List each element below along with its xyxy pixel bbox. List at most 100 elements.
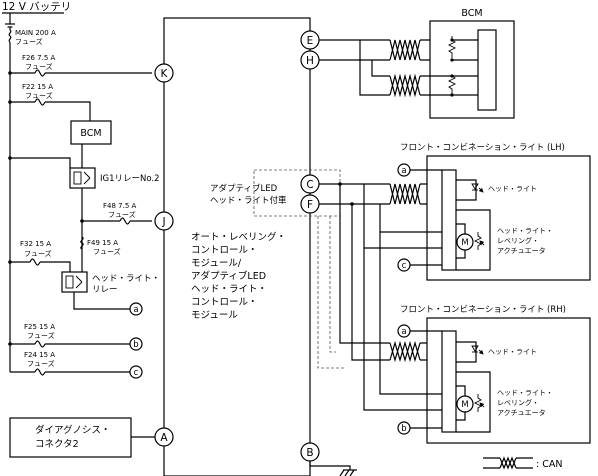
f24-label: F24 15 A	[24, 351, 55, 359]
main-module-label-3: モジュール/	[191, 258, 242, 269]
main-module-label-2: コントロール・	[191, 245, 258, 256]
rh-headlight-led-icon	[456, 341, 484, 363]
point-a-lh: a	[397, 163, 411, 177]
adaptive-led-label-2: ヘッド・ライト付車	[210, 195, 287, 206]
diag-connector-label-2: コネクタ2	[35, 439, 79, 450]
point-b-left: b	[129, 337, 143, 351]
lh-headlight-led-icon	[456, 179, 484, 201]
f32-wire	[10, 261, 71, 272]
f32-type: フューズ	[24, 249, 52, 258]
lh-actuator-label-3: アクチュエータ	[497, 246, 546, 255]
f22-fuse-symbol	[34, 98, 46, 106]
terminal-k: K	[154, 63, 174, 83]
ground-symbol	[309, 461, 357, 476]
main-module-label-5: ヘッド・ライト・	[191, 284, 267, 295]
lh-actuator-label-2: レベリング・	[497, 236, 539, 245]
f25-type: フューズ	[27, 331, 55, 340]
battery-label: 12 V バッテリ	[2, 1, 71, 13]
svg-text:c: c	[402, 261, 407, 271]
svg-text:A: A	[160, 432, 168, 444]
can-legend-label: : CAN	[536, 459, 562, 470]
terminal-a: A	[154, 427, 174, 447]
headlight-relay-label-2: リレー	[92, 285, 118, 295]
terminal-b: B	[300, 442, 320, 462]
main-module-label-7: モジュール	[191, 310, 238, 321]
f22-type: フューズ	[25, 91, 53, 100]
svg-text:b: b	[401, 424, 406, 434]
can-twist-rh	[389, 340, 421, 363]
point-c-lh: c	[397, 258, 411, 272]
diag-connector-box	[9, 417, 132, 458]
can-twist-bcm-mid	[389, 73, 421, 98]
ig1-relay-label: IG1リレーNo.2	[100, 174, 160, 184]
svg-text:a: a	[401, 327, 406, 337]
main-fuse-label: MAIN 200 A	[15, 29, 56, 37]
main-module-label-6: コントロール・	[191, 297, 258, 308]
svg-text:b: b	[133, 340, 138, 350]
battery-symbol	[5, 23, 15, 28]
rh-actuator-label-2: レベリング・	[497, 398, 539, 407]
f32-label: F32 15 A	[20, 240, 51, 248]
svg-text:M: M	[461, 238, 468, 248]
f25-label: F25 15 A	[24, 323, 55, 331]
f49-label: F49 15 A	[87, 239, 118, 247]
f49-fuse-symbol	[80, 236, 84, 250]
svg-text:K: K	[161, 68, 169, 80]
svg-text:F: F	[307, 199, 313, 211]
terminal-f: F	[300, 194, 320, 214]
can-legend-symbol	[483, 456, 533, 470]
bcm-small-label: BCM	[80, 128, 101, 139]
f24-fuse-symbol	[34, 368, 46, 376]
adaptive-led-dashed-box	[253, 169, 341, 217]
svg-text:a: a	[401, 166, 406, 176]
bcm-small-box	[70, 120, 112, 145]
main-fuse-symbol	[8, 29, 12, 43]
f26-label: F26 7.5 A	[22, 54, 56, 62]
svg-text:H: H	[306, 55, 314, 67]
f49-type: フューズ	[93, 247, 121, 256]
bcm-large-label: BCM	[461, 8, 482, 19]
f25-fuse-symbol	[34, 340, 46, 348]
f48-fuse-symbol	[119, 217, 131, 225]
rh-actuator-label-3: アクチュエータ	[497, 408, 546, 417]
f48-label: F48 7.5 A	[103, 202, 137, 210]
rh-headlight-label: ヘッド・ライト	[488, 348, 537, 356]
rh-leveling-motor-icon: M	[456, 371, 491, 433]
headlight-relay-label-1: ヘッド・ライト・	[92, 274, 160, 284]
lh-leveling-motor-icon: M	[456, 209, 491, 271]
point-b-rh: b	[397, 421, 411, 435]
lh-actuator-label-1: ヘッド・ライト・	[497, 227, 553, 235]
point-c-left: c	[129, 365, 143, 379]
f26-fuse-symbol	[34, 69, 46, 77]
can-twist-bcm-top	[389, 39, 421, 61]
f24-type: フューズ	[27, 359, 55, 368]
svg-text:C: C	[306, 179, 313, 191]
svg-text:E: E	[307, 35, 314, 47]
terminal-j: J	[154, 211, 174, 231]
svg-text:M: M	[461, 400, 468, 410]
terminal-c: C	[300, 174, 320, 194]
main-module-label-1: オート・レベリング・	[191, 231, 286, 243]
svg-text:c: c	[134, 368, 139, 378]
svg-text:a: a	[133, 305, 138, 315]
rh-actuator-label-1: ヘッド・ライト・	[497, 389, 553, 397]
bcm-large-box	[429, 20, 515, 119]
svg-text:B: B	[306, 447, 313, 459]
f22-label: F22 15 A	[22, 83, 53, 91]
f22-wire	[10, 101, 91, 121]
f48-type: フューズ	[108, 210, 136, 219]
main-fuse-type: フューズ	[15, 37, 43, 46]
f26-type: フューズ	[25, 62, 53, 71]
front-rh-title: フロント・コンビネーション・ライト (RH)	[400, 305, 566, 315]
point-a-left: a	[129, 302, 143, 316]
front-lh-title: フロント・コンビネーション・ライト (LH)	[400, 143, 565, 153]
point-a-rh: a	[397, 324, 411, 338]
f32-fuse-symbol	[29, 258, 41, 266]
battery-top-wire	[2, 12, 64, 24]
svg-text:J: J	[161, 216, 165, 228]
lh-headlight-label: ヘッド・ライト	[488, 185, 537, 193]
adaptive-led-label-1: アダプティブLED	[210, 183, 278, 194]
diag-connector-label-1: ダイアグノシス・	[35, 424, 110, 436]
main-module-label-4: アダプティブLED	[191, 270, 266, 282]
